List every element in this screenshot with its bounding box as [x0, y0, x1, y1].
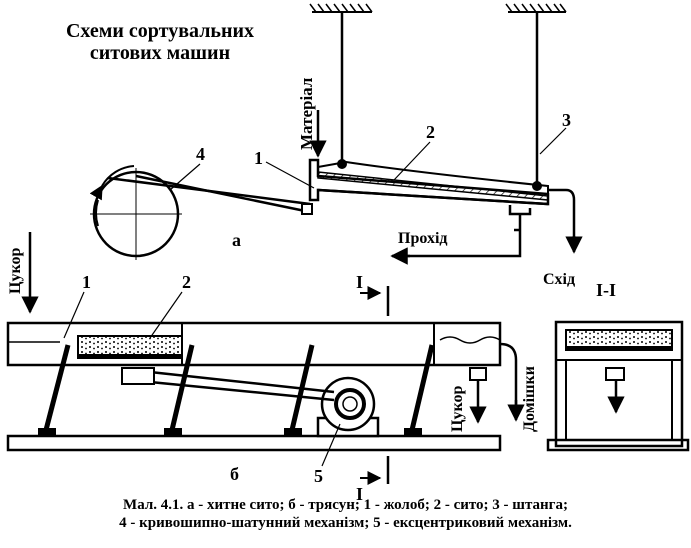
- section-view-label: I-I: [596, 280, 616, 300]
- sieve-mesh: [317, 171, 549, 201]
- label-material: Матеріал: [297, 77, 316, 150]
- label-diagram-a: а: [232, 230, 241, 250]
- figure-title: Схеми сортувальних ситових машин: [20, 20, 300, 64]
- skhid-outlet: [548, 188, 576, 240]
- label-skhid: Схід: [543, 271, 575, 288]
- rod-joint-right: [532, 181, 542, 191]
- prokhid-outlet: [400, 205, 532, 258]
- section-mark-top: I: [356, 272, 363, 292]
- label-tsukor-in: Цукор: [7, 248, 24, 294]
- label-domishky: Домішки: [521, 366, 538, 432]
- section-mark-bottom: I: [356, 484, 363, 504]
- sieve-trough: [308, 158, 550, 206]
- shaker-base: [6, 434, 502, 452]
- callout-2-a: 2: [426, 122, 435, 142]
- spring-legs: [38, 344, 435, 436]
- diagram-b: Цукор Цукор Домішки б 1 2 5 I I: [6, 232, 538, 504]
- callout-2-b: 2: [182, 272, 191, 292]
- caption-line-1: Мал. 4.1. а - хитне сито; б - трясун; 1 …: [123, 497, 568, 513]
- label-diagram-b: б: [230, 464, 239, 484]
- diagram-a: Матеріал Прохід Схід а 1 2 3 4: [89, 3, 583, 288]
- domishky-outlet: [499, 342, 518, 410]
- title-line-2: ситових машин: [89, 42, 231, 64]
- label-tsukor-out: Цукор: [449, 386, 466, 432]
- crank-mechanism: [89, 165, 313, 260]
- ceiling-mount-right: [505, 3, 567, 13]
- callout-1-b: 1: [82, 272, 91, 292]
- eccentric-mechanism: [121, 367, 380, 438]
- caption-line-2: 4 - кривошипно-шатунний механізм; 5 - ек…: [119, 515, 572, 531]
- figure-caption: Мал. 4.1. а - хитне сито; б - трясун; 1 …: [0, 496, 691, 532]
- callout-1-a: 1: [254, 148, 263, 168]
- callout-3-a: 3: [562, 110, 571, 130]
- ceiling-mount-left: [309, 3, 373, 13]
- label-prokhid: Прохід: [398, 230, 447, 247]
- section-view: I-I: [546, 280, 690, 452]
- callout-4-a: 4: [196, 144, 205, 164]
- callout-5-b: 5: [314, 466, 323, 486]
- title-line-1: Схеми сортувальних: [65, 20, 255, 42]
